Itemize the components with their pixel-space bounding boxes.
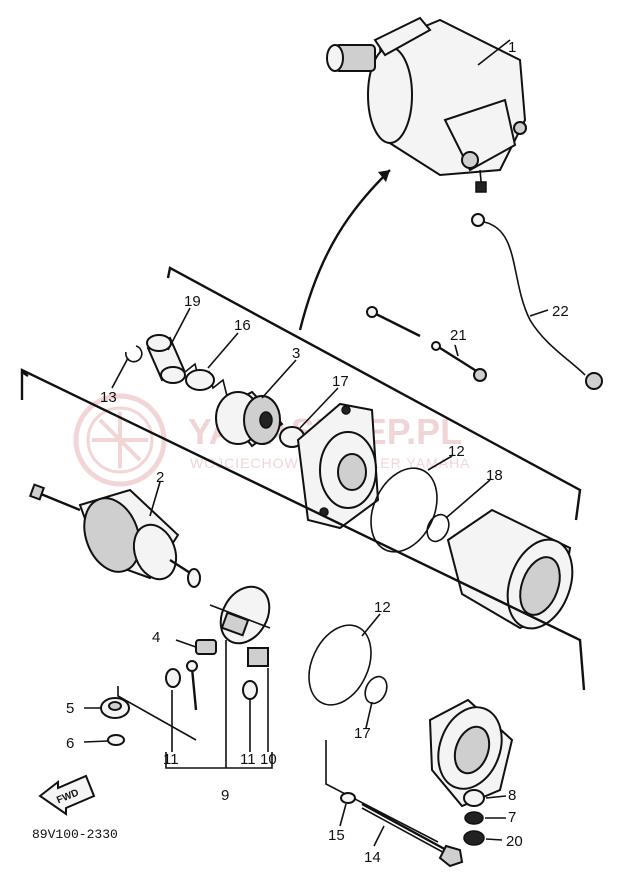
lower-assembly-bracket — [20, 368, 586, 691]
callout-17-upper: 17 — [332, 373, 349, 390]
callout-19: 19 — [184, 293, 201, 310]
part-ring-18 — [426, 513, 450, 543]
part-starter-motor — [326, 16, 527, 193]
callout-16: 16 — [234, 317, 251, 334]
callout-22: 22 — [552, 303, 569, 320]
bracket-5-group — [117, 686, 197, 741]
callout-6: 6 — [66, 735, 74, 752]
part-circlip — [125, 345, 143, 363]
bracket-11-9-10 — [165, 752, 273, 769]
part-nut-8 — [463, 789, 485, 807]
part-lead-wire — [471, 213, 603, 390]
part-brush — [186, 639, 217, 711]
callout-8: 8 — [508, 787, 516, 804]
callout-14: 14 — [364, 849, 381, 866]
part-front-bracket — [296, 402, 380, 530]
callout-10: 10 — [260, 751, 277, 768]
leader-2 — [149, 481, 161, 517]
callout-1: 1 — [508, 39, 516, 56]
leader-1 — [477, 39, 511, 66]
leader-22 — [529, 309, 549, 317]
leader-17-upper — [299, 387, 339, 429]
callout-15: 15 — [328, 827, 345, 844]
part-yoke-housing — [446, 508, 574, 630]
part-through-bolt — [361, 802, 464, 868]
callout-21: 21 — [450, 327, 467, 344]
leader-16 — [207, 332, 239, 369]
diagram-code: 89V100-2330 — [32, 827, 118, 842]
dealer-logo-icon — [73, 393, 167, 487]
leader-8 — [485, 795, 507, 799]
part-grommet — [100, 697, 130, 719]
callout-7: 7 — [508, 809, 516, 826]
callout-2: 2 — [156, 469, 164, 486]
callout-4: 4 — [152, 629, 160, 646]
part-washer-6 — [107, 734, 125, 746]
arrow-head-icon — [378, 170, 390, 182]
callout-17-lower: 17 — [354, 725, 371, 742]
leader-17-lower — [365, 701, 373, 729]
upper-assembly-bracket — [166, 266, 582, 521]
leader-12-upper — [427, 455, 453, 471]
callout-12-upper: 12 — [448, 443, 465, 460]
part-oring-upper — [370, 467, 438, 553]
callout-12-lower: 12 — [374, 599, 391, 616]
assembly-arrow — [298, 169, 391, 331]
leader-6 — [83, 740, 109, 743]
part-oring-lower — [308, 624, 372, 706]
part-bolt-set — [366, 306, 487, 382]
part-brush-spring-left — [165, 668, 181, 688]
part-nut-20 — [463, 830, 485, 846]
part-washer-lower — [364, 675, 388, 705]
leader-13 — [111, 357, 129, 389]
leader-14 — [373, 825, 385, 847]
callout-13: 13 — [100, 389, 117, 406]
leader-18 — [445, 479, 491, 519]
bracket-rear-group — [325, 740, 439, 843]
callout-5: 5 — [66, 700, 74, 717]
callout-11-left: 11 — [163, 751, 179, 768]
callout-18: 18 — [486, 467, 503, 484]
part-spring — [184, 362, 228, 397]
callout-20: 20 — [506, 833, 523, 850]
part-brush-holder — [209, 585, 271, 667]
leader-21 — [454, 344, 459, 357]
part-rear-cover — [428, 698, 514, 808]
forward-direction-badge: FWD — [38, 774, 96, 816]
part-oring-15 — [340, 792, 356, 804]
part-washer-7 — [464, 811, 484, 825]
leader-3 — [261, 359, 297, 399]
leader-19 — [167, 307, 191, 351]
callout-3: 3 — [292, 345, 300, 362]
leader-15 — [339, 803, 347, 827]
part-armature — [28, 483, 201, 588]
leader-20 — [485, 838, 503, 841]
callout-9: 9 — [221, 787, 229, 804]
leader-12-lower — [361, 613, 381, 637]
part-collar — [146, 334, 186, 384]
callout-11-right: 11 — [240, 751, 256, 768]
part-pinion-clutch — [215, 390, 284, 448]
part-brush-spring-right — [242, 680, 258, 700]
